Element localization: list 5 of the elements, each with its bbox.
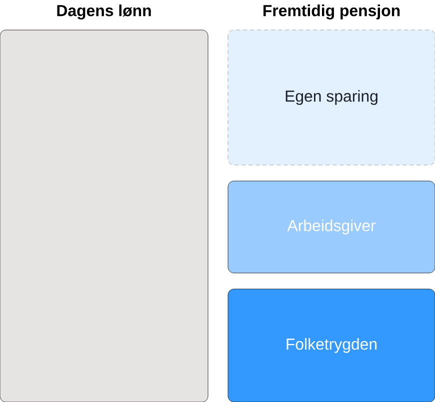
column-heading: Dagens lønn [57,4,151,20]
wage-column [0,30,208,402]
pension-box: Egen sparing [228,30,435,166]
pension-box: Folketrygden [228,288,435,402]
pension-box: Arbeidsgiver [228,180,435,274]
